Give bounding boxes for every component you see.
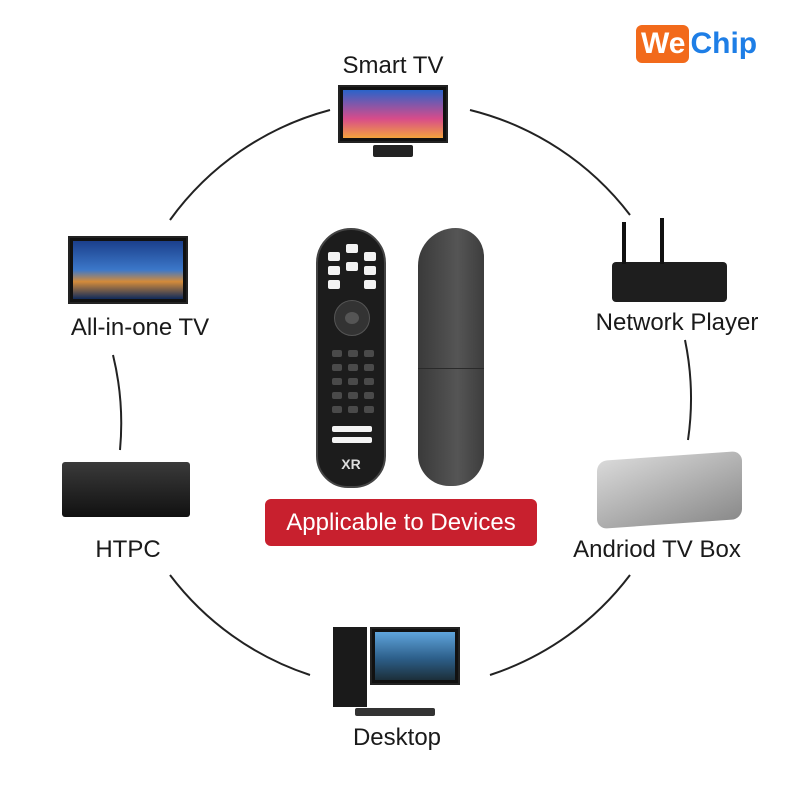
- remote-logo: XR: [341, 456, 361, 472]
- htpc-image: [62, 462, 190, 517]
- keyboard-icon: [355, 708, 435, 716]
- label-htpc: HTPC: [95, 536, 161, 563]
- antenna-icon: [622, 222, 626, 264]
- network-player-image: [612, 262, 727, 302]
- remote-front-image: XR: [316, 228, 386, 488]
- logo-part-we: We: [636, 25, 690, 63]
- label-smart-tv: Smart TV: [342, 52, 444, 79]
- remote-back-image: [418, 228, 484, 486]
- applicable-devices-banner: Applicable to Devices: [265, 499, 537, 546]
- all-in-one-tv-image: [68, 236, 188, 304]
- desktop-monitor-image: [370, 627, 460, 685]
- smart-tv-image: [338, 85, 448, 143]
- desktop-tower-image: [333, 627, 367, 707]
- android-tv-box-image: [597, 450, 742, 530]
- label-android-tv-box: Andriod TV Box: [573, 536, 741, 563]
- logo-part-chip: Chip: [690, 27, 758, 60]
- label-all-in-one-tv: All-in-one TV: [70, 314, 210, 341]
- tv-stand: [373, 145, 413, 157]
- label-desktop: Desktop: [352, 724, 442, 751]
- wechip-logo: We Chip: [636, 25, 757, 63]
- antenna-icon: [660, 218, 664, 264]
- dpad-icon: [334, 300, 370, 336]
- label-network-player: Network Player: [595, 309, 759, 336]
